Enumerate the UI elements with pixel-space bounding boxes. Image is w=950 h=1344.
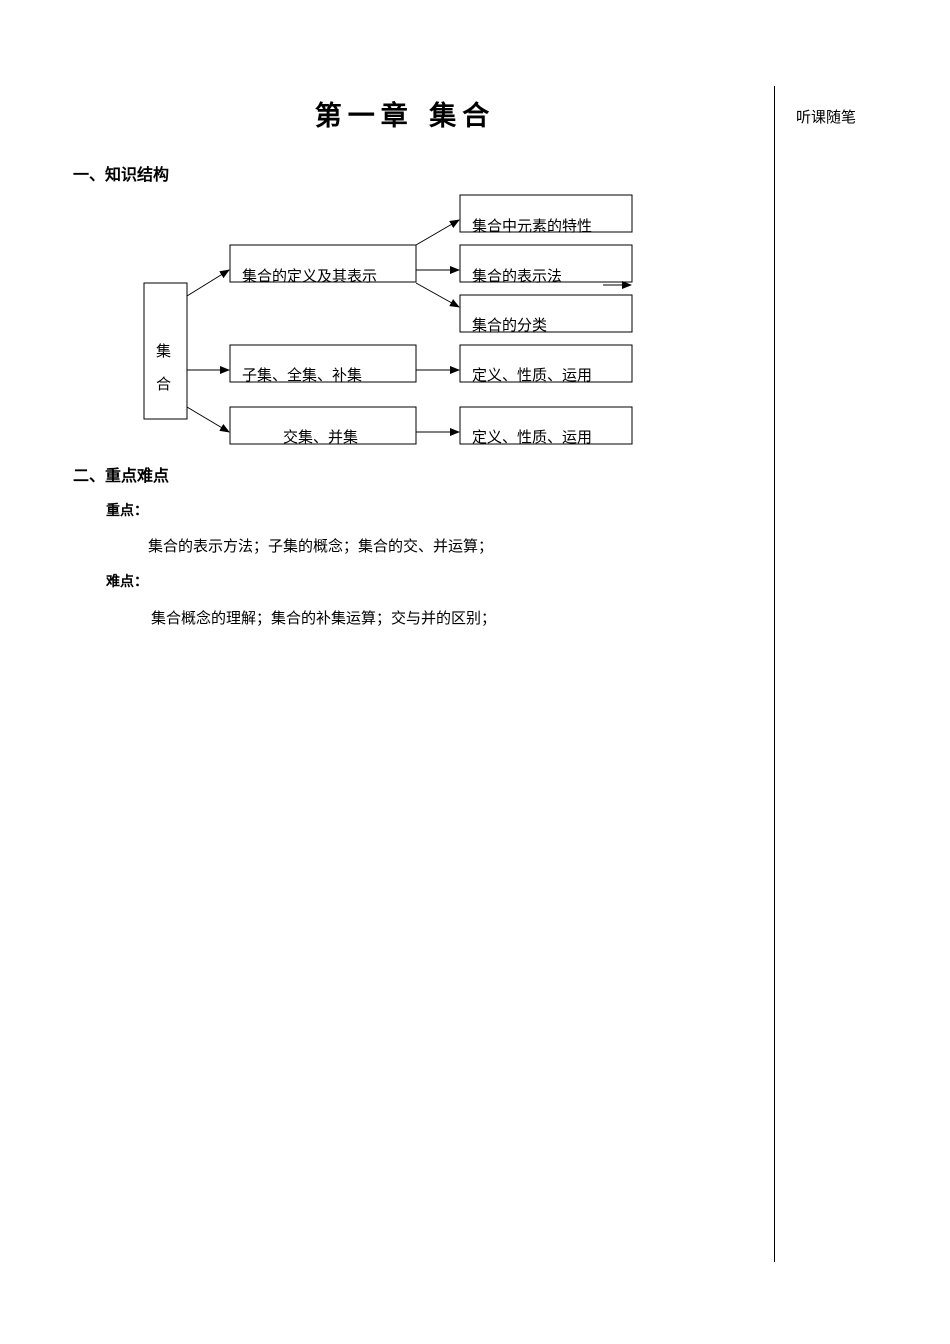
node-subset-detail-box bbox=[459, 344, 633, 383]
node-element-properties-box bbox=[459, 194, 633, 233]
node-element-properties-label: 集合中元素的特性 bbox=[472, 217, 592, 235]
arrow-definition-to-classification bbox=[415, 282, 460, 308]
node-intersection-detail-label: 定义、性质、运用 bbox=[472, 428, 592, 446]
node-intersection-union-box bbox=[229, 406, 417, 445]
root-node-char-1: 集 bbox=[156, 342, 171, 360]
section-heading-structure: 一、知识结构 bbox=[73, 165, 170, 184]
node-representation-box bbox=[459, 244, 633, 283]
node-subset-detail-label: 定义、性质、运用 bbox=[472, 366, 592, 384]
node-classification-box bbox=[459, 294, 633, 333]
arrow-definition-to-element-properties bbox=[415, 219, 460, 246]
sidebar-divider bbox=[774, 86, 775, 1262]
node-subset-label: 子集、全集、补集 bbox=[242, 366, 362, 384]
page-title: 第一章 集合 bbox=[314, 101, 496, 132]
root-node-char-2: 合 bbox=[156, 375, 171, 393]
node-definition-label: 集合的定义及其表示 bbox=[242, 267, 377, 285]
key-points-text: 集合的表示方法；子集的概念；集合的交、并运算； bbox=[148, 537, 494, 555]
node-intersection-union-label: 交集、并集 bbox=[283, 428, 358, 446]
node-representation-label: 集合的表示法 bbox=[472, 267, 562, 285]
section-heading-key-points: 二、重点难点 bbox=[73, 466, 170, 485]
key-points-label: 重点： bbox=[106, 503, 148, 519]
sidebar-label: 听课随笔 bbox=[796, 108, 857, 126]
root-node-box bbox=[143, 282, 188, 420]
difficult-points-text: 集合概念的理解；集合的补集运算；交与并的区别； bbox=[151, 609, 497, 627]
node-definition-box bbox=[229, 244, 417, 283]
node-intersection-detail-box bbox=[459, 406, 633, 445]
arrow-root-to-intersection-union bbox=[186, 406, 230, 433]
node-classification-label: 集合的分类 bbox=[472, 316, 547, 334]
knowledge-structure-diagram: 集 合 集合的定义及其表示 子集、全集、补集 交集、并集 集合中元素的特性 集合… bbox=[143, 194, 633, 446]
difficult-points-label: 难点： bbox=[106, 574, 148, 590]
arrow-root-to-definition bbox=[186, 269, 230, 297]
node-subset-box bbox=[229, 344, 417, 383]
